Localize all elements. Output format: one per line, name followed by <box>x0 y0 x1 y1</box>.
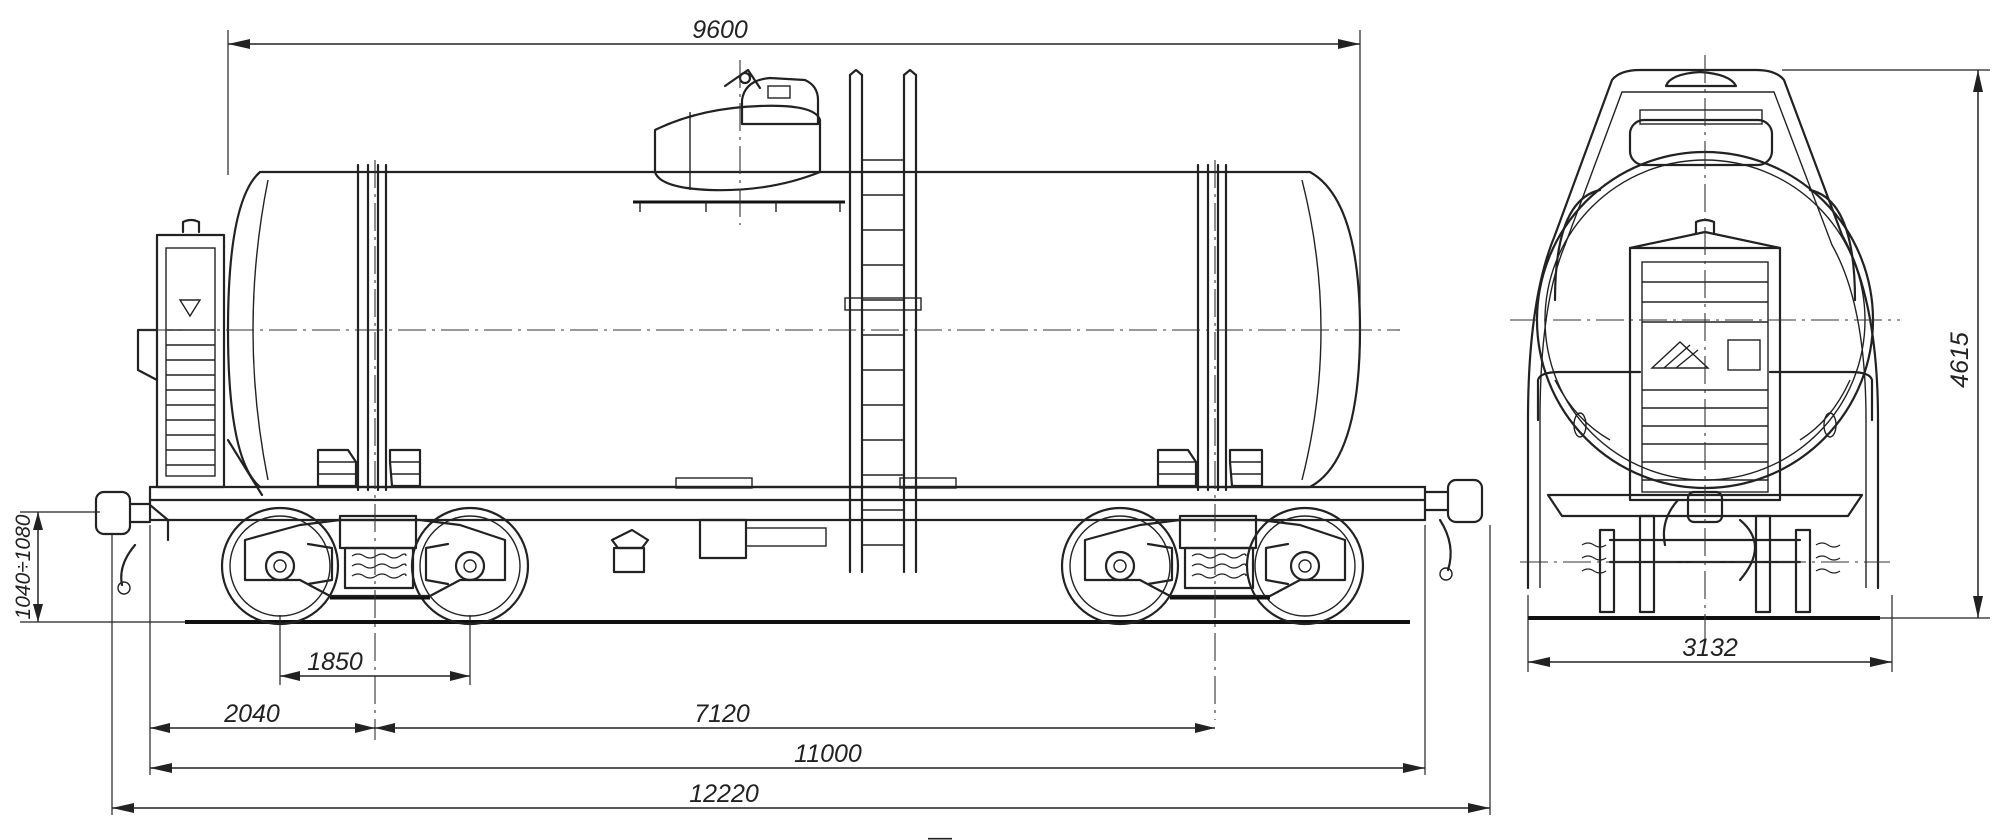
dim-label-pivot-spacing: 7120 <box>694 700 750 728</box>
dim-11000: 11000 <box>150 740 1425 773</box>
dim-coupler-height: 1040÷1080 <box>12 512 43 622</box>
end-view <box>1510 55 1900 640</box>
top-walkway <box>633 200 845 212</box>
dim-3132: 3132 <box>1528 634 1892 667</box>
dim-2040-7120: 2040 7120 <box>150 700 1215 733</box>
tank-dome <box>653 68 822 192</box>
dim-4615: 4615 <box>1946 70 1983 618</box>
dim-label-bogie-wheelbase: 1850 <box>307 648 363 676</box>
dim-9600: 9600 <box>228 16 1360 49</box>
dim-12220: 12220 <box>112 780 1490 813</box>
coupler-right <box>1423 478 1484 581</box>
dim-label-frame-length: 11000 <box>794 740 862 768</box>
tank-band-right <box>1156 163 1264 492</box>
bogie-left <box>220 506 530 626</box>
dim-label-overall-height: 4615 <box>1946 332 1974 388</box>
brake-platform <box>136 218 264 497</box>
ladder <box>844 68 922 574</box>
dim-label-tank-length: 9600 <box>692 16 748 44</box>
dim-label-coupler-height: 1040÷1080 <box>12 514 35 619</box>
tank-band-left <box>316 163 422 492</box>
dim-label-overall-length: 12220 <box>689 780 759 808</box>
dim-label-overall-width: 3132 <box>1682 634 1738 662</box>
end-view-dimensions: 4615 3132 <box>1527 69 1990 672</box>
side-view <box>94 60 1484 740</box>
side-view-centerlines <box>140 60 1400 740</box>
dim-1850: 1850 <box>280 648 470 681</box>
side-view-dimensions: 9600 1850 2040 7120 11000 <box>12 16 1491 815</box>
bogie-right <box>1060 506 1365 626</box>
end-view-handrails <box>1536 370 1874 441</box>
end-view-centerlines <box>1510 55 1900 640</box>
footer-mark: — <box>928 824 952 840</box>
dim-label-end-to-pivot: 2040 <box>223 700 280 728</box>
end-view-outer-frame <box>1526 68 1880 590</box>
coupler-left <box>94 490 170 595</box>
